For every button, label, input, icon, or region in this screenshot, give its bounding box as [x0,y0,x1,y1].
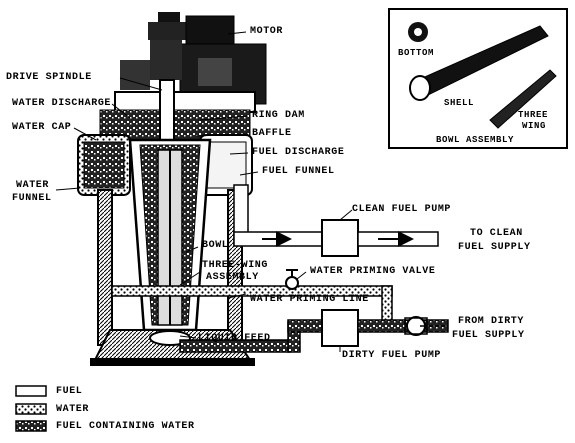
bowl [128,138,212,332]
legend-swatches [15,385,47,432]
label-drive-spindle: DRIVE SPINDLE [6,72,92,83]
label-water-discharge: WATER DISCHARGE [12,98,112,109]
water-cap [77,134,131,196]
label-clean-fuel-pump: CLEAN FUEL PUMP [352,204,452,215]
water-priming-line [111,269,393,327]
label-ring-dam: RING DAM [252,110,305,121]
legend-label-fuel: FUEL [56,386,83,397]
inset-drawing [408,22,557,129]
inset-label-wing: WING [522,121,547,131]
legend-swatch-water [15,403,47,415]
top-housing [99,79,256,171]
legend-swatch-fuel [15,385,47,397]
label-water-funnel-2: FUNNEL [12,193,52,204]
inset-label-three: THREE [518,110,549,120]
label-water-funnel-1: WATER [16,180,50,191]
bowl-assembly-inset: BOTTOM SHELL THREE WING BOWL ASSEMBLY [388,8,568,149]
label-water-cap: WATER CAP [12,122,72,133]
fuel-funnel [199,134,253,196]
label-water-priming-line: WATER PRIMING LINE [250,294,369,305]
inset-label-bottom: BOTTOM [398,48,435,58]
legend-label-fuel-containing-water: FUEL CONTAINING WATER [56,421,195,432]
label-to-clean-2: FUEL SUPPLY [458,242,531,253]
label-baffle: BAFFLE [252,128,292,139]
clean-fuel-line [233,184,439,257]
motor-assembly [120,12,267,105]
label-liquid-feed: LIQUID FEED [198,333,271,344]
label-motor: MOTOR [250,26,284,37]
label-fuel-funnel: FUEL FUNNEL [262,166,335,177]
label-three-wing-1: THREE-WING [202,260,269,271]
label-water-priming-valve: WATER PRIMING VALVE [310,266,436,277]
label-from-dirty-1: FROM DIRTY [458,316,525,327]
legend-label-water: WATER [56,404,90,415]
leader-lines [55,31,353,352]
inset-label-shell: SHELL [444,98,475,108]
label-three-wing-2: ASSEMBLY [206,272,259,283]
label-bowl: BOWL [202,240,229,251]
inset-title: BOWL ASSEMBLY [436,135,515,145]
label-to-clean-1: TO CLEAN [470,228,523,239]
dirty-fuel-line [179,309,449,353]
label-dirty-fuel-pump: DIRTY FUEL PUMP [342,350,442,361]
label-fuel-discharge: FUEL DISCHARGE [252,147,345,158]
label-from-dirty-2: FUEL SUPPLY [452,330,525,341]
legend-swatch-fuel-containing-water [15,420,47,432]
